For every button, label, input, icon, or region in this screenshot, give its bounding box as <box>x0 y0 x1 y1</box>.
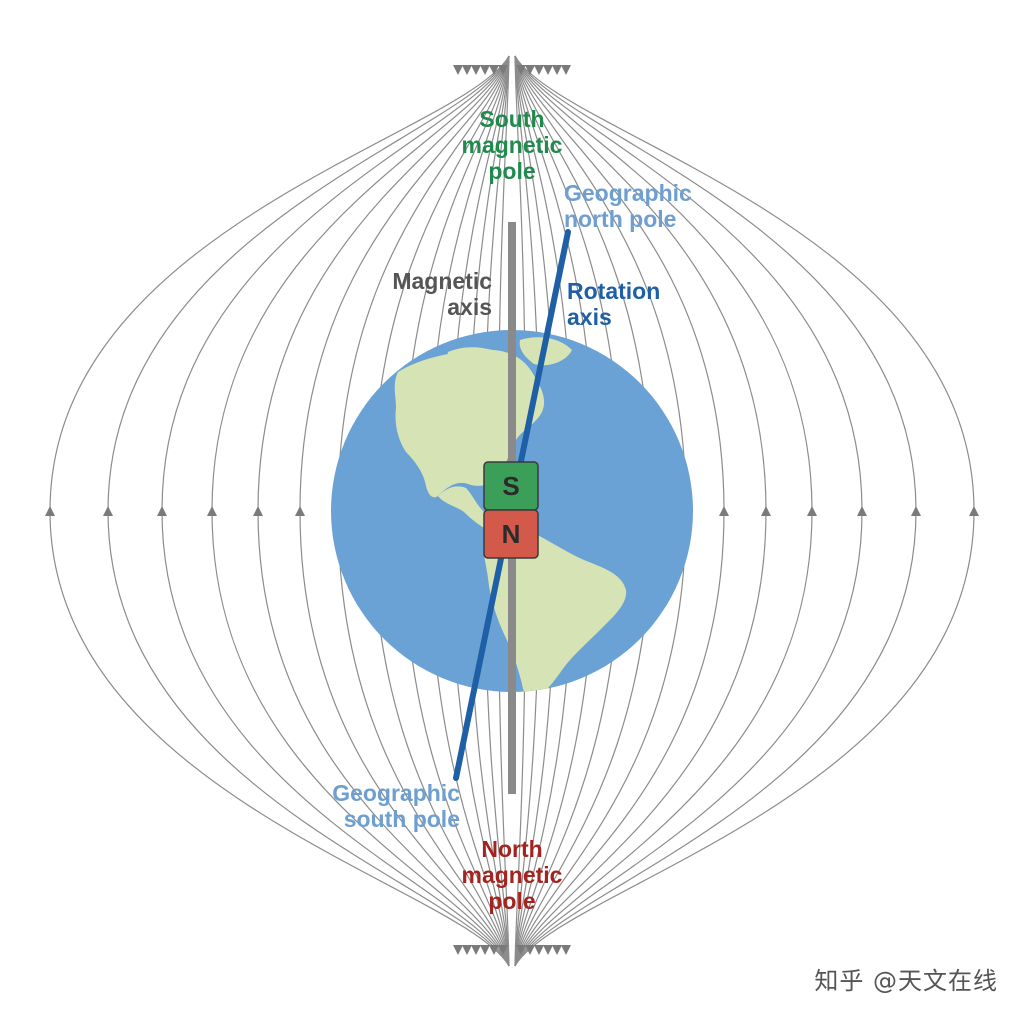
field-arrow <box>525 945 535 955</box>
label-line: axis <box>447 294 492 320</box>
geographic-south-pole-label: Geographic south pole <box>300 780 460 832</box>
label-line: Geographic <box>564 180 692 206</box>
field-arrow <box>911 506 921 516</box>
label-line: Rotation <box>567 278 661 304</box>
magnet-north-block <box>483 509 539 559</box>
field-arrows <box>45 65 979 955</box>
north-america <box>394 349 545 498</box>
label-line: South <box>479 106 545 132</box>
field-arrow <box>489 65 499 75</box>
field-arrow <box>157 506 167 516</box>
central-america <box>438 486 491 530</box>
field-arrow <box>561 65 571 75</box>
label-line: south pole <box>343 806 460 832</box>
arctic-islands <box>447 347 492 362</box>
label-line: Geographic <box>332 780 460 806</box>
label-line: magnetic <box>461 862 563 888</box>
field-arrow <box>561 945 571 955</box>
watermark: 知乎 @天文在线 <box>814 967 998 995</box>
field-arrow <box>295 506 305 516</box>
field-arrow <box>253 506 263 516</box>
field-arrow <box>543 65 553 75</box>
label-line: axis <box>567 304 612 330</box>
label-line: Magnetic <box>392 268 492 294</box>
field-arrow <box>552 945 562 955</box>
field-arrow <box>552 65 562 75</box>
field-arrow <box>857 506 867 516</box>
field-arrow <box>207 506 217 516</box>
magnet-north-letter: N <box>502 519 521 549</box>
field-arrow <box>471 945 481 955</box>
magnetic-axis-label: Magnetic axis <box>362 268 492 320</box>
field-arrow <box>534 65 544 75</box>
field-arrow <box>969 506 979 516</box>
field-arrow <box>498 945 508 955</box>
label-line: pole <box>488 888 536 914</box>
rotation-axis-label: Rotation axis <box>567 278 660 330</box>
field-arrow <box>453 65 463 75</box>
field-arrow <box>534 945 544 955</box>
field-arrow <box>807 506 817 516</box>
magnet-south-letter: S <box>502 471 519 501</box>
field-arrow <box>525 65 535 75</box>
field-arrow <box>543 945 553 955</box>
field-arrow <box>489 945 499 955</box>
field-arrow <box>103 506 113 516</box>
field-arrow <box>462 65 472 75</box>
field-arrow <box>516 65 526 75</box>
bar-magnet-icon: S N <box>483 461 539 559</box>
field-arrow <box>498 65 508 75</box>
field-arrow <box>462 945 472 955</box>
label-line: magnetic <box>461 132 563 158</box>
field-arrow <box>761 506 771 516</box>
south-magnetic-pole-label: South magnetic pole <box>450 106 574 184</box>
label-line: North <box>481 836 543 862</box>
field-arrow <box>480 945 490 955</box>
geographic-north-pole-label: Geographic north pole <box>564 180 692 232</box>
south-america <box>483 524 627 692</box>
label-line: pole <box>488 158 536 184</box>
field-arrow <box>719 506 729 516</box>
field-arrow <box>45 506 55 516</box>
field-arrow <box>480 65 490 75</box>
field-arrow <box>471 65 481 75</box>
label-line: north pole <box>564 206 677 232</box>
north-magnetic-pole-label: North magnetic pole <box>448 836 576 914</box>
field-arrow <box>516 945 526 955</box>
field-arrow <box>453 945 463 955</box>
